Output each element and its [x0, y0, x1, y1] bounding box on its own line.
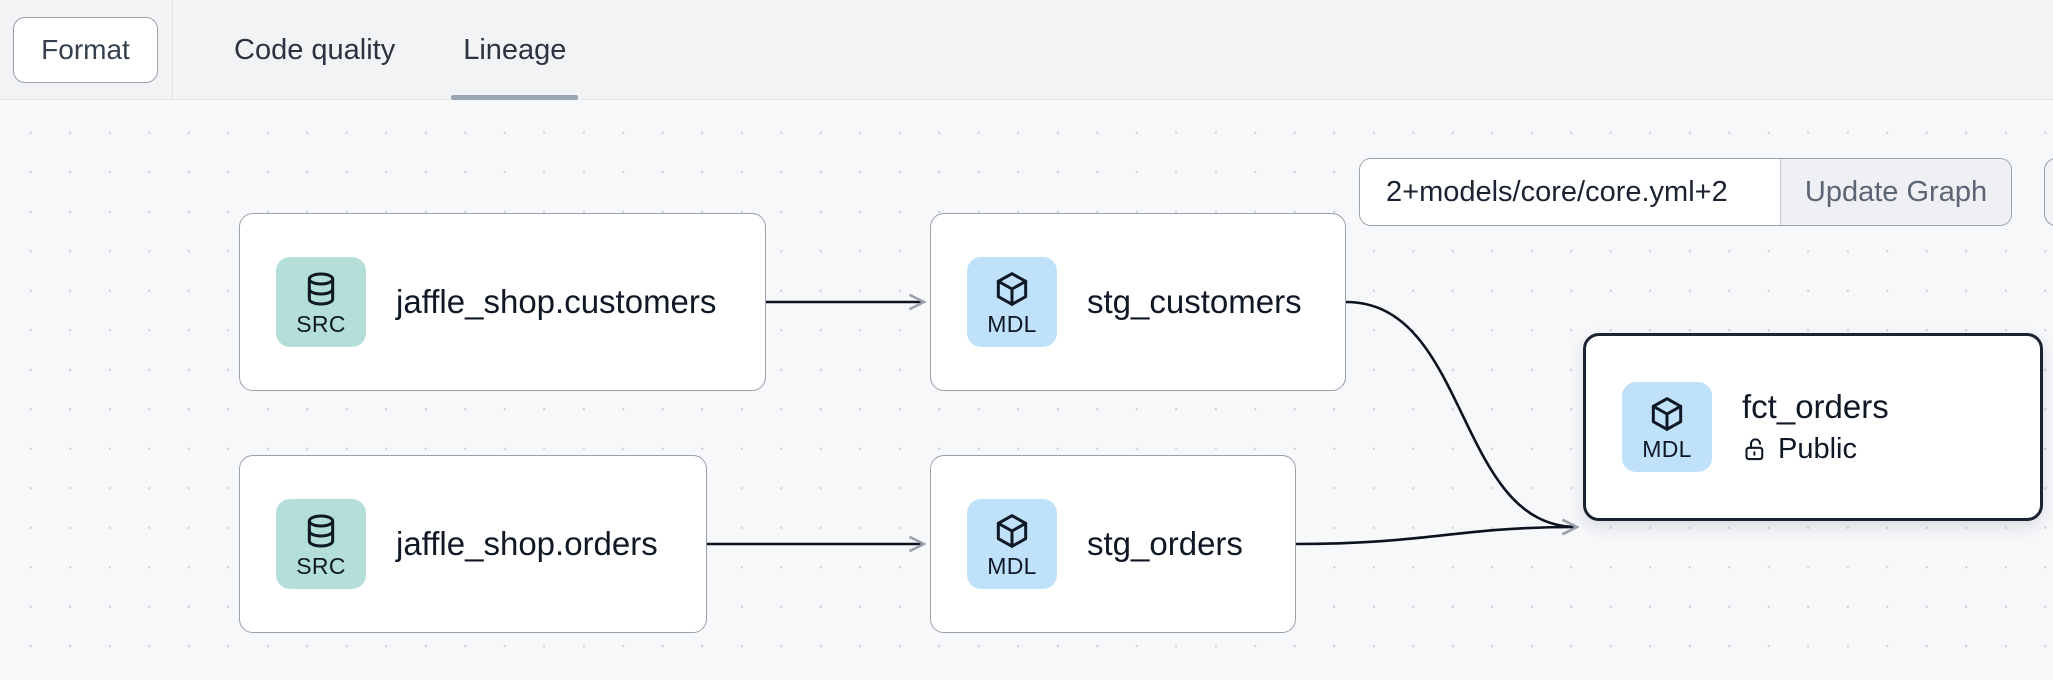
graph-selector-input[interactable] — [1360, 159, 1780, 225]
model-badge-label: MDL — [987, 310, 1037, 337]
node-body: fct_orders Public — [1742, 388, 1889, 466]
editor-toolbar: Format Code quality Lineage — [0, 0, 2053, 100]
model-badge: MDL — [967, 499, 1057, 589]
source-badge-label: SRC — [296, 552, 346, 579]
node-body: jaffle_shop.orders — [396, 525, 658, 564]
node-title: stg_customers — [1087, 282, 1302, 320]
cube-icon — [992, 511, 1032, 551]
tab-active-underline — [451, 95, 579, 100]
update-graph-button[interactable]: Update Graph — [1780, 159, 2011, 225]
graph-selector-bar: Update Graph — [1359, 158, 2012, 226]
lineage-node-jaffle-shop-customers[interactable]: SRC jaffle_shop.customers — [239, 213, 766, 391]
source-badge: SRC — [276, 499, 366, 589]
model-badge: MDL — [967, 257, 1057, 347]
node-access-label: Public — [1778, 432, 1857, 465]
model-badge-label: MDL — [987, 552, 1037, 579]
source-badge: SRC — [276, 257, 366, 347]
format-button[interactable]: Format — [13, 17, 158, 83]
tab-code-quality[interactable]: Code quality — [200, 0, 429, 100]
lineage-node-jaffle-shop-orders[interactable]: SRC jaffle_shop.orders — [239, 455, 707, 633]
toolbar-divider — [172, 0, 173, 100]
edge-stg-orders-to-fct-orders — [1295, 527, 1577, 546]
node-title: stg_orders — [1087, 524, 1243, 562]
node-title: fct_orders — [1742, 388, 1889, 426]
tab-lineage[interactable]: Lineage — [429, 0, 600, 100]
tab-bar: Code quality Lineage — [200, 0, 600, 100]
database-icon — [301, 511, 341, 551]
node-body: jaffle_shop.customers — [396, 283, 716, 322]
offscreen-panel-edge[interactable] — [2044, 158, 2053, 226]
database-icon — [301, 269, 341, 309]
lineage-node-fct-orders[interactable]: MDL fct_orders Public — [1583, 333, 2043, 521]
node-access-badge: Public — [1742, 433, 1889, 466]
unlock-icon — [1742, 436, 1769, 463]
node-title: jaffle_shop.customers — [396, 282, 717, 320]
cube-icon — [992, 269, 1032, 309]
model-badge-label: MDL — [1642, 435, 1692, 462]
lineage-node-stg-customers[interactable]: MDL stg_customers — [930, 213, 1346, 391]
cube-icon — [1647, 394, 1687, 434]
lineage-canvas[interactable]: SRC jaffle_shop.customers MDL stg_custom… — [0, 100, 2053, 680]
tab-code-quality-label: Code quality — [234, 33, 396, 66]
node-title: jaffle_shop.orders — [396, 524, 658, 562]
lineage-node-stg-orders[interactable]: MDL stg_orders — [930, 455, 1296, 633]
node-body: stg_orders — [1087, 525, 1243, 564]
tab-lineage-label: Lineage — [463, 33, 567, 66]
edge-stg-customers-to-fct-orders — [1345, 300, 1577, 527]
model-badge: MDL — [1622, 382, 1712, 472]
source-badge-label: SRC — [296, 310, 346, 337]
node-body: stg_customers — [1087, 283, 1302, 322]
